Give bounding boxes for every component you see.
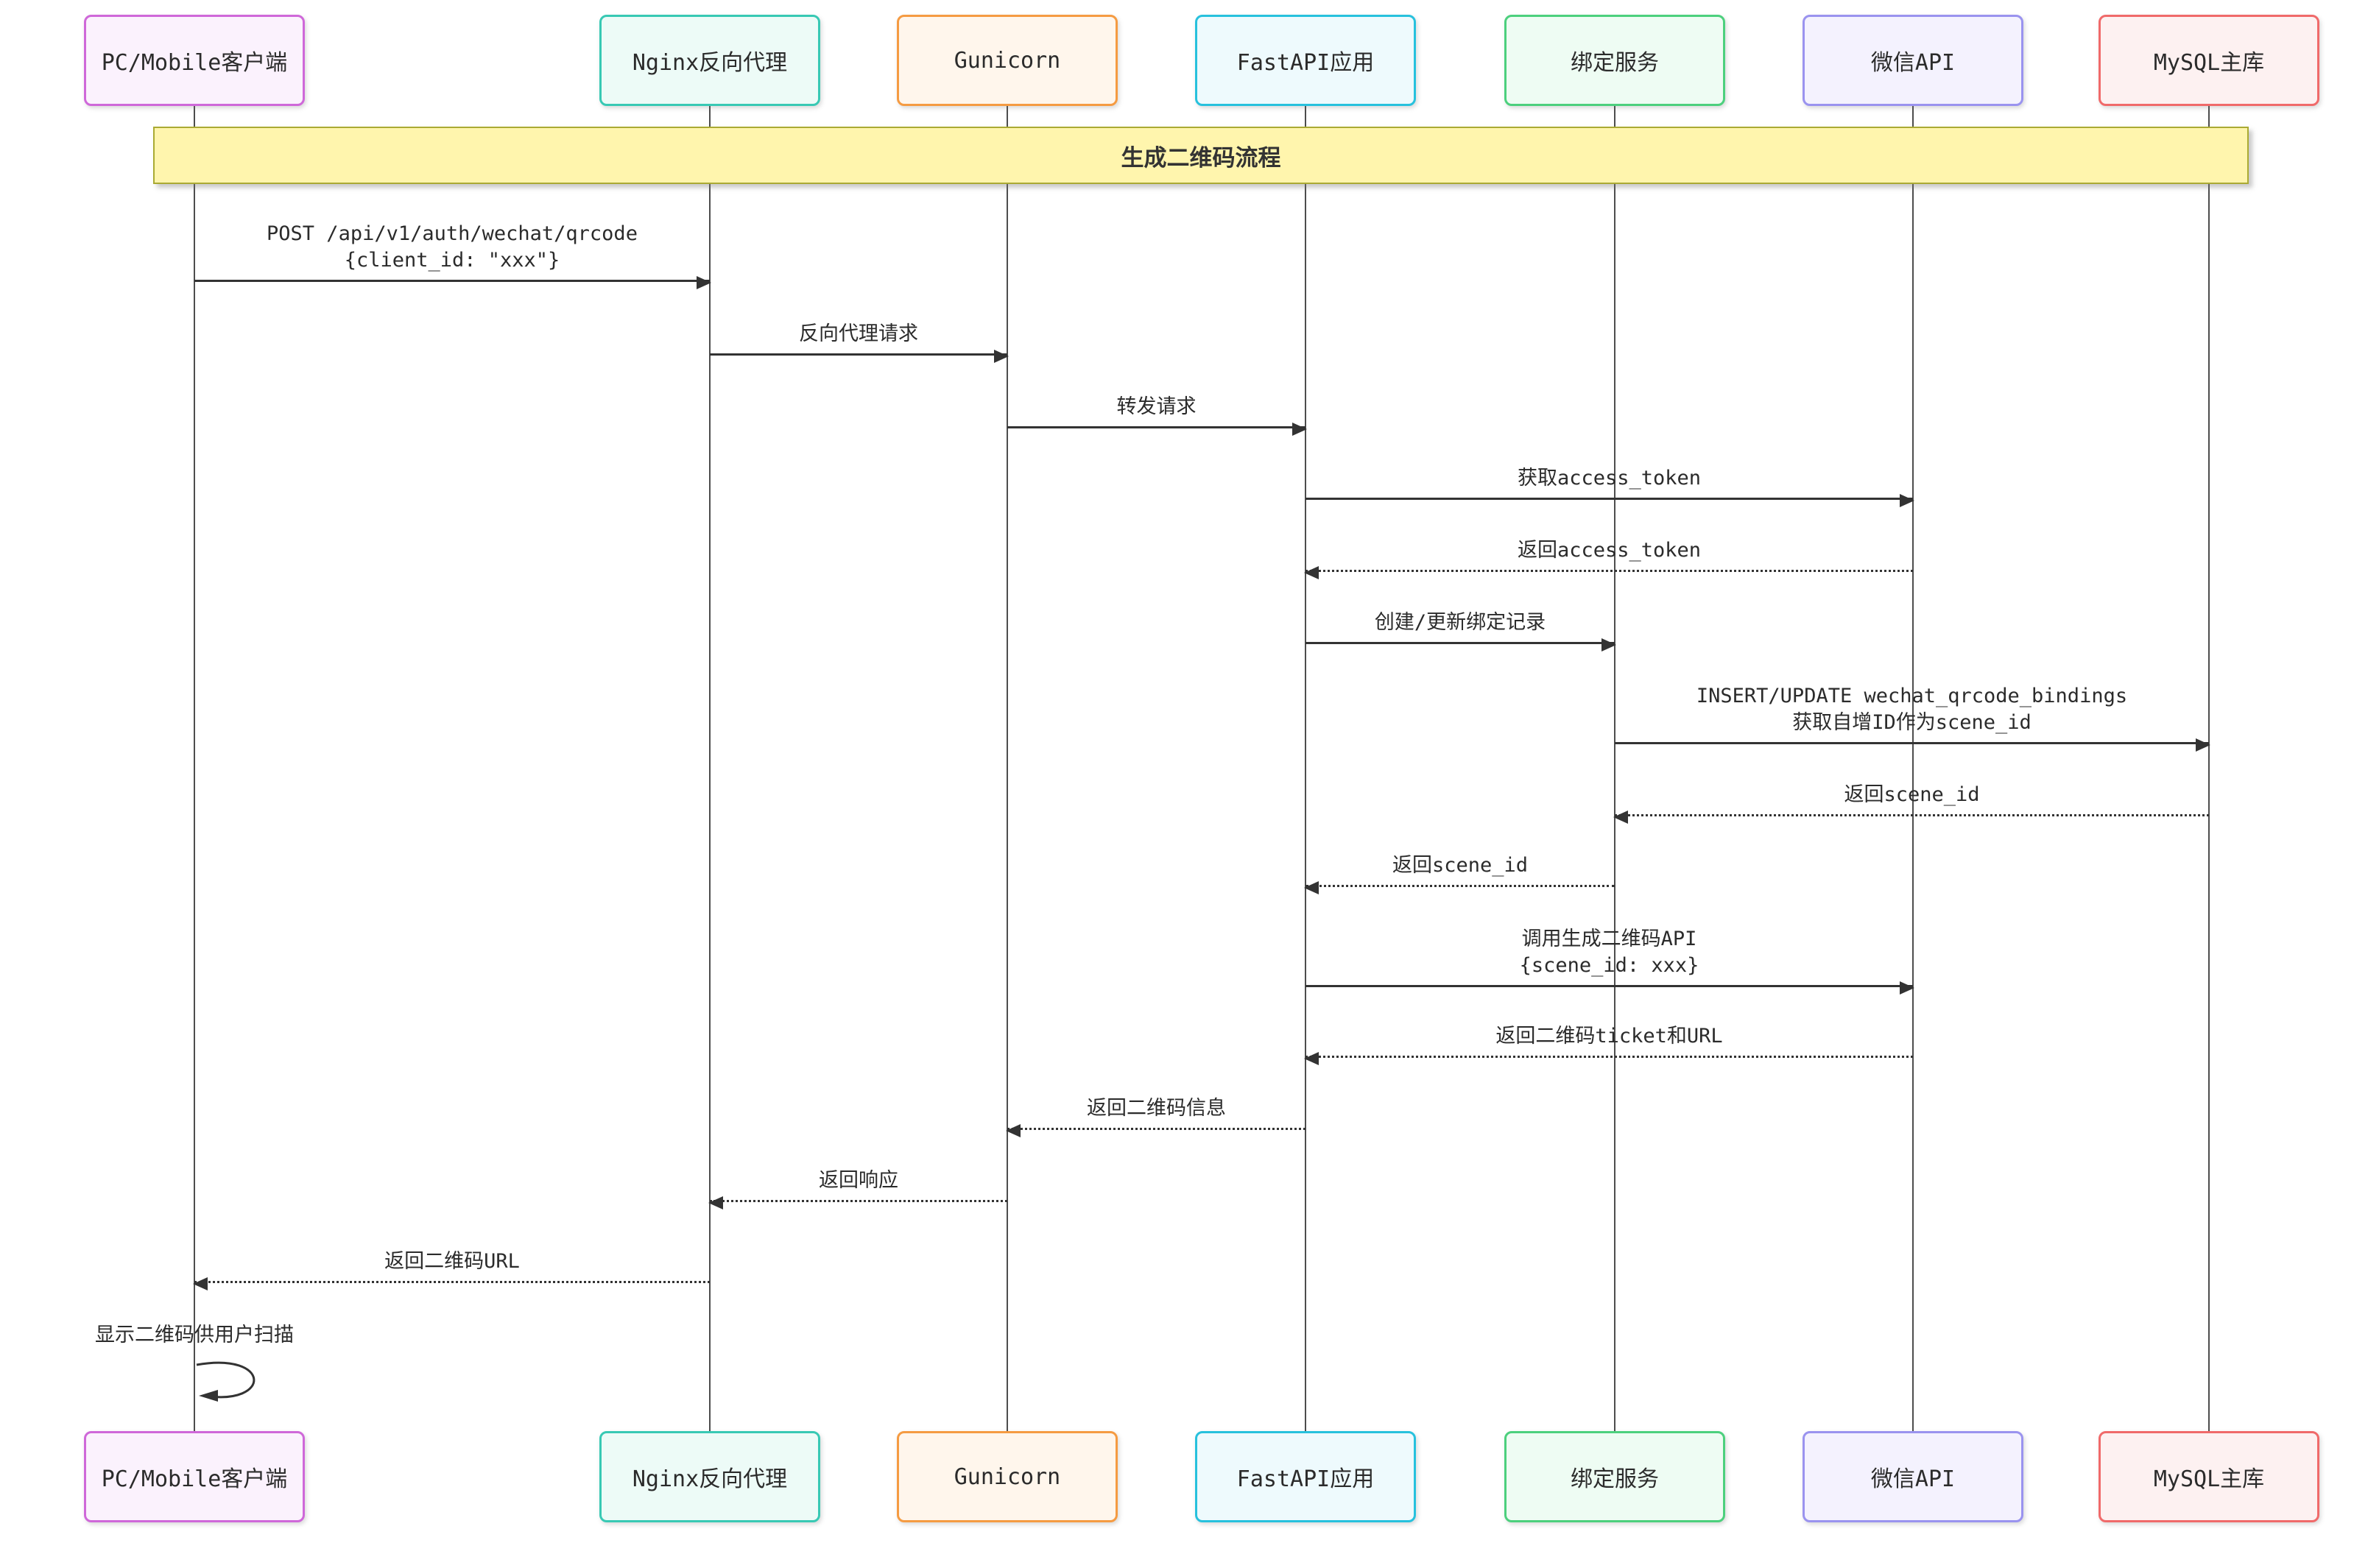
participant-bottom-gunicorn: Gunicorn [897,1431,1118,1522]
message-label: 获取自增ID作为scene_id [1792,711,2032,734]
arrowhead-icon [1006,1124,1021,1137]
participant-label: MySQL主库 [2153,1466,2265,1492]
participant-label: Gunicorn [954,1463,1061,1490]
message-label: 返回二维码信息 [1087,1097,1226,1120]
message-line [1305,981,1914,995]
participant-label: Nginx反向代理 [632,50,788,76]
message-label: 反向代理请求 [799,322,918,345]
participant-top-gunicorn: Gunicorn [897,15,1118,106]
message-post-qrcode: POST /api/v1/auth/wechat/qrcode {client_… [194,221,711,289]
participant-bottom-pc-mobile-client: PC/Mobile客户端 [84,1431,305,1522]
message-self-display-qrcode: 显示二维码供用户扫描 [69,1322,320,1349]
participant-bottom-nginx: Nginx反向代理 [599,1431,820,1522]
arrowhead-icon [708,1196,723,1209]
lifeline-wechat-api [1912,106,1914,1431]
participant-bottom-wechat-api: 微信API [1803,1431,2023,1522]
message-line [1006,1124,1305,1137]
message-line [193,1277,710,1290]
participant-label: 绑定服务 [1571,1466,1659,1492]
lifeline-gunicorn [1007,106,1008,1431]
arrowhead-icon [1900,494,1914,507]
message-reverse-proxy-request: 反向代理请求 [710,321,1009,363]
message-return-qrcode-url: 返回二维码URL [193,1249,710,1290]
participant-top-nginx: Nginx反向代理 [599,15,820,106]
participant-label: 微信API [1870,50,1956,76]
participant-label: Gunicorn [954,47,1061,74]
participant-bottom-fastapi: FastAPI应用 [1195,1431,1416,1522]
participant-label: Nginx反向代理 [632,1466,788,1492]
message-return-ticket-url: 返回二维码ticket和URL [1304,1023,1913,1065]
message-create-update-binding: 创建/更新绑定记录 [1305,610,1616,651]
participant-label: PC/Mobile客户端 [101,50,288,76]
message-call-qrcode-api: 调用生成二维码API {scene_id: xxx} [1305,926,1914,995]
message-label: 返回响应 [819,1169,898,1192]
arrowhead-icon [2196,738,2210,752]
arrowhead-icon [1292,423,1307,436]
message-return-response: 返回响应 [708,1168,1007,1209]
message-line [1304,566,1913,579]
lifeline-binding-service [1614,106,1615,1431]
message-line [710,350,1009,363]
message-return-scene-id-service: 返回scene_id [1304,852,1615,894]
participant-top-wechat-api: 微信API [1803,15,2023,106]
message-label: 返回scene_id [1392,854,1529,877]
arrowhead-icon [1304,566,1319,579]
flow-title: 生成二维码流程 [1121,144,1281,172]
message-forward-request: 转发请求 [1007,394,1307,436]
arrowhead-icon [193,1277,208,1290]
message-label: 返回scene_id [1844,783,1980,806]
message-line [1615,738,2210,752]
message-line [1007,423,1307,436]
message-label: {client_id: "xxx"} [344,249,560,272]
message-label: INSERT/UPDATE wechat_qrcode_bindings [1696,685,2128,707]
arrowhead-icon [1601,638,1616,651]
flow-title-banner: 生成二维码流程 [153,127,2249,184]
message-label: POST /api/v1/auth/wechat/qrcode [267,222,638,245]
message-line [194,276,711,289]
participant-label: 绑定服务 [1571,50,1659,76]
arrowhead-icon [1613,811,1628,824]
message-label: 创建/更新绑定记录 [1374,611,1546,634]
participant-label: MySQL主库 [2153,50,2265,76]
participant-bottom-mysql: MySQL主库 [2099,1431,2319,1522]
participant-top-binding-service: 绑定服务 [1504,15,1725,106]
lifeline-fastapi [1305,106,1306,1431]
message-insert-update-bindings: INSERT/UPDATE wechat_qrcode_bindings 获取自… [1615,683,2210,752]
message-line [1305,494,1914,507]
participant-label: PC/Mobile客户端 [101,1466,288,1492]
message-label: 返回二维码ticket和URL [1495,1025,1723,1048]
arrowhead-icon [1304,1052,1319,1065]
message-line [1304,881,1615,894]
participant-label: FastAPI应用 [1236,50,1375,76]
arrowhead-icon [994,350,1009,363]
participant-top-pc-mobile-client: PC/Mobile客户端 [84,15,305,106]
message-return-qrcode-info: 返回二维码信息 [1006,1095,1305,1137]
message-label: 显示二维码供用户扫描 [95,1324,294,1346]
self-loop-arrow-icon [196,1361,256,1402]
message-label: 返回二维码URL [384,1250,520,1273]
arrowhead-icon [1304,881,1319,894]
message-label: 返回access_token [1517,539,1702,562]
lifeline-nginx [709,106,711,1431]
message-line [1304,1052,1913,1065]
message-label: 获取access_token [1517,467,1702,490]
message-label: 调用生成二维码API [1521,928,1697,950]
arrowhead-icon [697,276,711,289]
participant-label: 微信API [1870,1466,1956,1492]
message-line [1305,638,1616,651]
lifeline-mysql [2208,106,2210,1431]
message-return-access-token: 返回access_token [1304,537,1913,579]
participant-top-fastapi: FastAPI应用 [1195,15,1416,106]
participant-label: FastAPI应用 [1236,1466,1375,1492]
message-line [708,1196,1007,1209]
participant-bottom-binding-service: 绑定服务 [1504,1431,1725,1522]
message-label: {scene_id: xxx} [1519,954,1699,977]
message-return-scene-id-db: 返回scene_id [1613,782,2209,824]
message-get-access-token: 获取access_token [1305,465,1914,507]
message-line [1613,811,2209,824]
lifeline-pc-mobile-client [194,106,195,1431]
message-label: 转发请求 [1116,395,1197,418]
participant-top-mysql: MySQL主库 [2099,15,2319,106]
arrowhead-icon [1900,981,1914,995]
